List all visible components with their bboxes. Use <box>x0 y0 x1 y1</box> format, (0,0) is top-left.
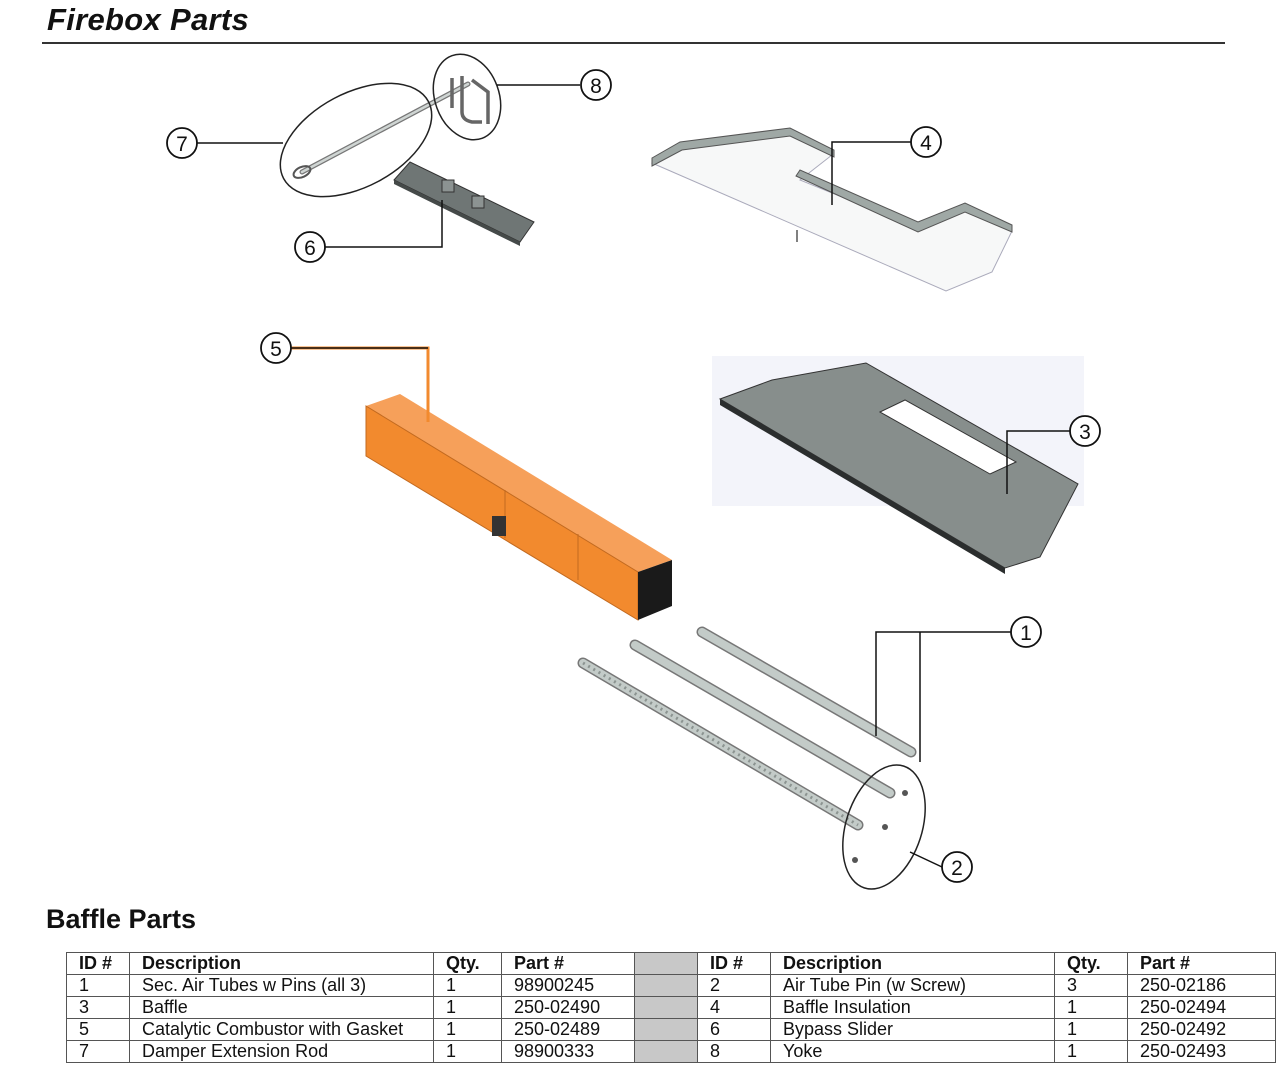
header-id: ID # <box>697 952 771 975</box>
header-part: Part # <box>501 952 635 975</box>
yoke <box>432 53 502 141</box>
leader-lines <box>197 84 1070 868</box>
cell-qty: 1 <box>433 1018 502 1041</box>
callout-2: 2 <box>951 857 963 880</box>
callout-3: 3 <box>1079 421 1091 444</box>
exploded-parts-diagram: 1 2 3 4 5 6 7 8 <box>166 53 1101 890</box>
cell-id: 4 <box>697 996 771 1019</box>
table-row: 7 Damper Extension Rod 1 98900333 8 Yoke… <box>66 1040 1276 1063</box>
table-spacer <box>634 996 698 1019</box>
cell-id: 2 <box>697 974 771 997</box>
table-spacer <box>634 952 698 975</box>
page-title: Firebox Parts <box>47 2 250 37</box>
callout-1: 1 <box>1020 622 1032 645</box>
title-divider <box>42 42 1225 44</box>
baffle <box>712 356 1084 574</box>
table-row: 5 Catalytic Combustor with Gasket 1 250-… <box>66 1018 1276 1041</box>
cell-qty: 1 <box>433 974 502 997</box>
header-id: ID # <box>66 952 130 975</box>
callout-4: 4 <box>920 132 932 155</box>
cell-description: Bypass Slider <box>770 1018 1055 1041</box>
cell-qty: 1 <box>1054 1018 1128 1041</box>
header-qty: Qty. <box>1054 952 1128 975</box>
cell-description: Sec. Air Tubes w Pins (all 3) <box>129 974 434 997</box>
callout-5: 5 <box>270 338 282 361</box>
cell-description: Baffle <box>129 996 434 1019</box>
header-part: Part # <box>1127 952 1276 975</box>
secondary-air-tubes <box>577 626 917 831</box>
cell-id: 1 <box>66 974 130 997</box>
cell-part: 98900245 <box>501 974 635 997</box>
callout-8: 8 <box>590 75 602 98</box>
catalytic-combustor <box>365 394 672 621</box>
baffle-insulation <box>650 127 1013 292</box>
table-spacer <box>634 974 698 997</box>
cell-id: 3 <box>66 996 130 1019</box>
cell-id: 8 <box>697 1040 771 1063</box>
cell-part: 250-02489 <box>501 1018 635 1041</box>
damper-extension-rod <box>279 81 471 198</box>
cell-id: 6 <box>697 1018 771 1041</box>
cell-part: 98900333 <box>501 1040 635 1063</box>
header-qty: Qty. <box>433 952 502 975</box>
cell-part: 250-02493 <box>1127 1040 1276 1063</box>
cell-qty: 1 <box>1054 996 1128 1019</box>
header-description: Description <box>129 952 434 975</box>
cell-part: 250-02490 <box>501 996 635 1019</box>
cell-description: Yoke <box>770 1040 1055 1063</box>
table-spacer <box>634 1018 698 1041</box>
cell-part: 250-02492 <box>1127 1018 1276 1041</box>
callout-6: 6 <box>304 237 316 260</box>
table-row: 1 Sec. Air Tubes w Pins (all 3) 1 989002… <box>66 974 1276 997</box>
table-spacer <box>634 1040 698 1063</box>
table-row: 3 Baffle 1 250-02490 4 Baffle Insulation… <box>66 996 1276 1019</box>
cell-description: Damper Extension Rod <box>129 1040 434 1063</box>
cell-id: 7 <box>66 1040 130 1063</box>
cell-id: 5 <box>66 1018 130 1041</box>
section-title: Baffle Parts <box>46 904 197 934</box>
header-description: Description <box>770 952 1055 975</box>
bypass-slider <box>393 161 535 246</box>
table-header-row: ID # Description Qty. Part # ID # Descri… <box>66 952 1276 975</box>
cell-qty: 1 <box>1054 1040 1128 1063</box>
cell-description: Catalytic Combustor with Gasket <box>129 1018 434 1041</box>
air-tube-pin <box>842 764 926 890</box>
cell-part: 250-02186 <box>1127 974 1276 997</box>
cell-qty: 1 <box>433 1040 502 1063</box>
cell-description: Baffle Insulation <box>770 996 1055 1019</box>
callout-markers <box>166 69 1101 883</box>
cell-qty: 1 <box>433 996 502 1019</box>
cell-description: Air Tube Pin (w Screw) <box>770 974 1055 997</box>
cell-part: 250-02494 <box>1127 996 1276 1019</box>
callout-7: 7 <box>176 133 188 156</box>
cell-qty: 3 <box>1054 974 1128 997</box>
parts-table: ID # Description Qty. Part # ID # Descri… <box>66 952 1276 1063</box>
